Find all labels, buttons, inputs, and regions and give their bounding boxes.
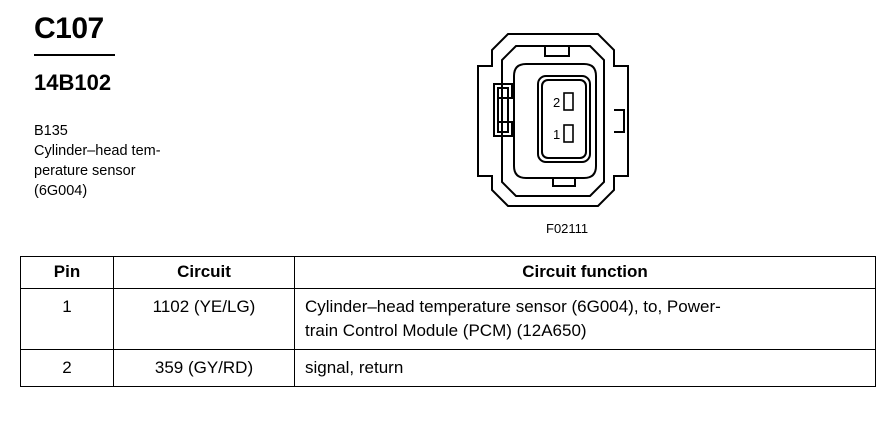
component-description-line: Cylinder–head tem- — [34, 143, 161, 159]
table-row: 2 359 (GY/RD) signal, return — [20, 349, 876, 387]
connector-id: C107 — [34, 12, 104, 45]
pin-1-terminal — [563, 124, 574, 143]
connector-housing-outer — [477, 33, 629, 207]
pin-1-label: 1 — [553, 127, 560, 142]
connector-housing-inner — [501, 45, 605, 197]
pin-2-label: 2 — [553, 95, 560, 110]
circuit-cell: 1102 (YE/LG) — [113, 288, 295, 350]
component-description-line: perature sensor — [34, 163, 136, 179]
connector-body — [513, 63, 597, 179]
circuit-function-line: Cylinder–head temperature sensor (6G004)… — [305, 297, 721, 316]
circuit-function-cell: Cylinder–head temperature sensor (6G004)… — [294, 288, 876, 350]
connector-latch-left-inner — [497, 87, 509, 133]
connector-id-underline — [34, 54, 115, 56]
column-header-circuit: Circuit — [113, 256, 295, 289]
pinout-table: Pin Circuit Circuit function 1 1102 (YE/… — [20, 256, 876, 387]
circuit-function-line: signal, return — [305, 358, 404, 377]
column-header-pin: Pin — [20, 256, 114, 289]
circuit-function-cell: signal, return — [294, 349, 876, 387]
table-header-row: Pin Circuit Circuit function — [20, 256, 876, 289]
connector-diagram: 2 1 — [477, 33, 629, 207]
table-row: 1 1102 (YE/LG) Cylinder–head temperature… — [20, 288, 876, 350]
pin-cell: 2 — [20, 349, 114, 387]
connector-notch-bottom — [552, 177, 576, 187]
component-description: B135 Cylinder–head tem- perature sensor … — [34, 121, 161, 201]
component-description-line: (6G004) — [34, 183, 88, 199]
column-header-circuit-function: Circuit function — [294, 256, 876, 289]
connector-notch-top — [544, 45, 570, 57]
figure-code: F02111 — [546, 221, 589, 236]
connector-tab-right — [614, 109, 625, 133]
pin-cavity — [537, 75, 591, 163]
pin-cell: 1 — [20, 288, 114, 350]
part-number: 14B102 — [34, 70, 112, 95]
component-code: B135 — [34, 123, 68, 139]
pin-cavity-inner — [541, 79, 587, 159]
pin-2-terminal — [563, 92, 574, 111]
circuit-cell: 359 (GY/RD) — [113, 349, 295, 387]
circuit-function-line: train Control Module (PCM) (12A650) — [305, 321, 587, 340]
